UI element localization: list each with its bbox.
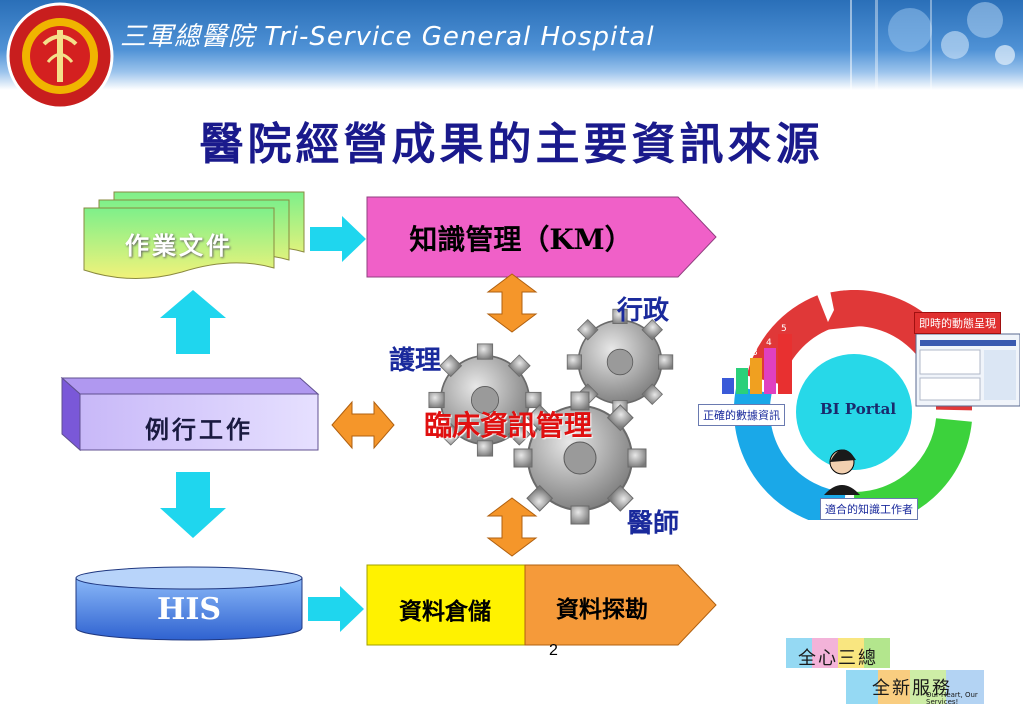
arrow-routine-to-his [160, 472, 226, 538]
bi-portal-cycle: 1 2 3 4 5 BI Portal 即時的動態呈現 正確的數據資訊 適合的知… [694, 290, 1021, 529]
service-line1: 全心三總 [798, 648, 878, 669]
km-box: 知識管理（KM） [366, 196, 718, 278]
arrow-his-to-warehouse [308, 586, 364, 632]
service-english: Our Heart, Our Services! [926, 691, 978, 706]
km-label: 知識管理（KM） [409, 223, 633, 256]
clinical-info-label: 臨床資訊管理 [424, 409, 593, 442]
arrow-km-clinical [486, 273, 538, 333]
header-banner [0, 0, 1023, 90]
page-number: 2 [549, 642, 558, 659]
administration-label: 行政 [617, 296, 670, 326]
data-warehouse-label: 資料倉儲 [399, 598, 491, 625]
hospital-name: 三軍總醫院 Tri-Service General Hospital [120, 22, 655, 52]
data-flow-box: 資料倉儲 資料探勘 [366, 564, 718, 646]
service-logo: 全心三總 全新服務 Our Heart, Our Services! [786, 636, 986, 706]
correct-data-label: 正確的數據資訊 [698, 404, 785, 426]
bar-label-1: 1 [724, 368, 730, 378]
arrow-docs-to-km [310, 216, 366, 262]
bi-portal-label: BI Portal [820, 400, 897, 418]
bar-label-2: 2 [738, 358, 744, 368]
data-mining-label: 資料探勘 [556, 596, 648, 623]
service-line2: 全新服務 [872, 678, 952, 699]
hospital-seal-logo [4, 2, 116, 110]
his-label: HIS [156, 592, 222, 627]
arrow-clinical-warehouse [486, 497, 538, 557]
slide-title: 醫院經營成果的主要資訊來源 [199, 119, 824, 170]
routine-work-label: 例行工作 [145, 415, 253, 444]
realtime-label: 即時的動態呈現 [914, 312, 1001, 334]
decorative-bubbles [850, 0, 1015, 90]
documents-shape: 作業文件 [82, 190, 307, 280]
routine-work-box: 例行工作 [60, 376, 322, 452]
bar-label-3: 3 [752, 348, 758, 358]
documents-label: 作業文件 [125, 231, 233, 260]
knowledge-worker-label: 適合的知識工作者 [820, 498, 918, 520]
bar-chart-icon [722, 334, 792, 394]
nursing-label: 護理 [389, 346, 442, 376]
his-database: HIS [74, 566, 304, 642]
person-icon [824, 449, 860, 495]
bar-label-5: 5 [781, 324, 787, 334]
arrow-routine-to-docs [160, 290, 226, 354]
bar-label-4: 4 [766, 338, 772, 348]
physicians-label: 醫師 [627, 509, 680, 539]
arrow-routine-clinical [331, 400, 395, 450]
